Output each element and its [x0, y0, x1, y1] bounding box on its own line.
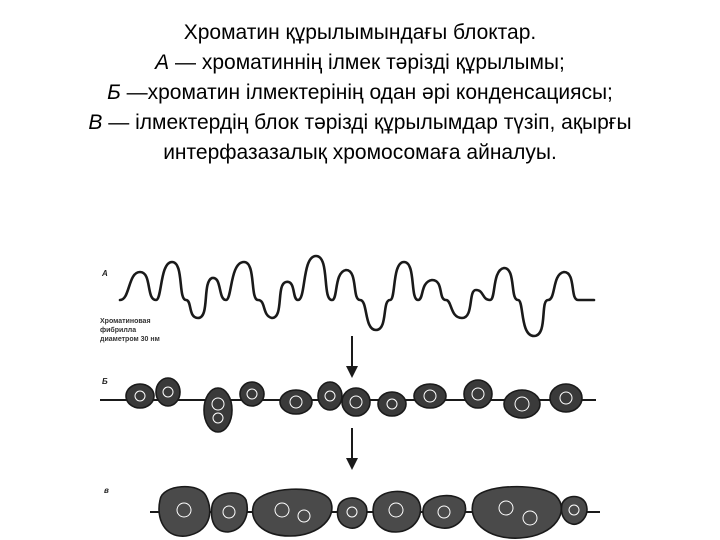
caption-mark-a: А — [155, 51, 170, 74]
caption-item-c-cont: интерфазазалық хромосомаға айналуы. — [163, 141, 557, 164]
caption-item-a: А — хроматиннің ілмек тәрізді құрылымы; — [0, 48, 720, 78]
caption-mark-c: В — [88, 111, 103, 134]
caption-text-b: —хроматин ілмектерінің одан әрі конденса… — [120, 81, 613, 104]
fibre-note-line2: фибрилла — [100, 326, 136, 334]
caption-text-c: — ілмектердің блок тәрізді құрылымдар тү… — [102, 111, 632, 134]
caption-mark-b: Б — [107, 81, 121, 104]
stage-b-label: Б — [102, 377, 108, 386]
condensed-rosettes — [125, 377, 583, 433]
fibre-note-line1: Хроматиновая — [100, 318, 151, 325]
down-arrow-icon — [346, 428, 358, 470]
stage-c-label: в — [104, 486, 109, 495]
caption-item-b: Б —хроматин ілмектерінің одан әрі конден… — [0, 78, 720, 108]
caption-text-a: — хроматиннің ілмек тәрізді құрылымы; — [169, 51, 565, 74]
block-loops — [176, 500, 580, 526]
fibre-note-line3: диаметром 30 нм — [100, 336, 160, 343]
chromatin-blocks — [158, 485, 588, 539]
down-arrow-icon — [346, 336, 358, 378]
figure-caption: Хроматин құрылымындағы блоктар. А — хром… — [0, 18, 720, 168]
caption-title: Хроматин құрылымындағы блоктар. — [183, 21, 537, 44]
rosette-loops — [134, 386, 573, 424]
chromatin-loop-fibre — [118, 254, 596, 338]
stage-a-label: А — [101, 269, 108, 278]
caption-item-c: В — ілмектердің блок тәрізді құрылымдар … — [0, 108, 720, 138]
